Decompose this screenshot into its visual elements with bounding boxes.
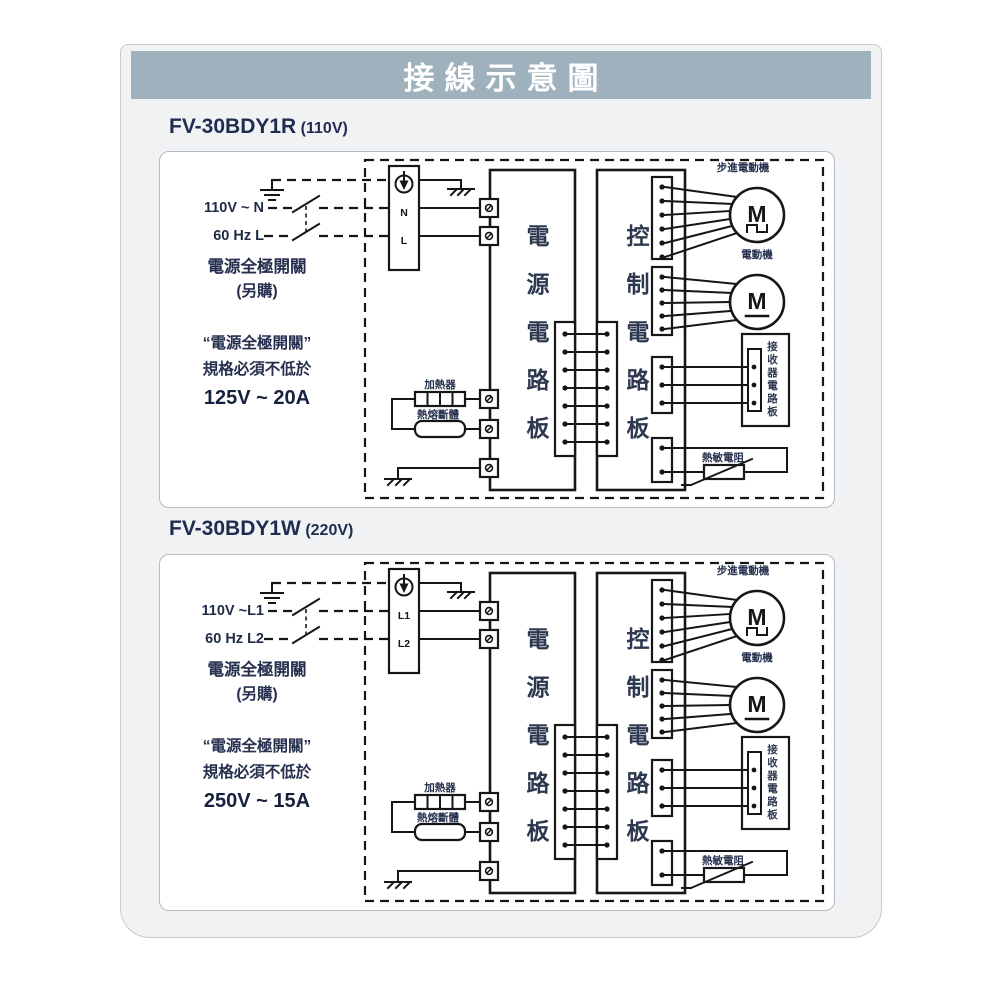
receiver-board-label: 接收器電路板 — [766, 744, 778, 822]
section-1-voltage: (110V) — [300, 120, 348, 137]
motor-m-symbol: M — [747, 288, 766, 314]
terminal-2-label: L — [401, 235, 408, 247]
section-2-voltage: (220V) — [305, 522, 354, 539]
power-board-label: 電源電路板 — [523, 627, 549, 867]
page-title: 接線示意圖 — [403, 60, 609, 96]
spec-quote-label: “電源全極開關” — [203, 736, 312, 755]
wiring-schematic-220v: 110V ~L1 60 Hz L2 L1 L2 電源全極開關 (另購) “電源全… — [202, 561, 825, 903]
power-board-label: 電源電路板 — [523, 224, 549, 464]
thermal-fuse-label: 熱熔斷體 — [417, 408, 459, 421]
control-board-label: 控制電路板 — [623, 627, 649, 867]
heater-label: 加熱器 — [423, 781, 456, 794]
switch-note-label: (另購) — [236, 685, 277, 703]
supply-frequency-label: 60 Hz L2 — [205, 631, 264, 647]
stepper-motor-label: 步進電動機 — [717, 161, 770, 174]
supply-frequency-label: 60 Hz L — [213, 228, 264, 244]
switch-name-label: 電源全極開關 — [208, 659, 307, 679]
section-2-model: FV-30BDY1W — [169, 517, 301, 540]
wiring-schematic-110v: 110V ~ N 60 Hz L N L 電源全極開關 (另購) “電源全極開關… — [203, 158, 825, 500]
switch-name-label: 電源全極開關 — [208, 256, 307, 276]
receiver-board-label: 接收器電路板 — [766, 341, 778, 419]
supply-voltage-label: 110V ~L1 — [202, 603, 264, 619]
thermistor-label: 熱敏電阻 — [702, 451, 744, 464]
terminal-2-label: L2 — [398, 638, 410, 650]
control-board-label: 控制電路板 — [623, 224, 649, 464]
section-1-header: FV-30BDY1R (110V) — [169, 115, 348, 143]
spec-rating-label: 250V ~ 15A — [204, 790, 310, 812]
section-2-header: FV-30BDY1W (220V) — [169, 517, 353, 545]
terminal-1-label: L1 — [398, 610, 410, 622]
title-bar: 接線示意圖 — [131, 51, 871, 99]
stepper-motor-m-symbol: M — [747, 201, 766, 227]
thermal-fuse-label: 熱熔斷體 — [417, 811, 459, 824]
section-1-model: FV-30BDY1R — [169, 115, 297, 138]
spec-rating-label: 125V ~ 20A — [204, 387, 310, 409]
spec-requirement-label: 規格必須不低於 — [203, 762, 312, 781]
wiring-diagram-card: 接線示意圖 FV-30BDY1R (110V) 110V ~ N 60 Hz L… — [120, 44, 882, 938]
stepper-motor-label: 步進電動機 — [717, 564, 770, 577]
terminal-1-label: N — [400, 207, 408, 219]
spec-quote-label: “電源全極開關” — [203, 333, 312, 352]
diagram-panel-220v: 110V ~L1 60 Hz L2 L1 L2 電源全極開關 (另購) “電源全… — [159, 554, 835, 911]
thermistor-label: 熱敏電阻 — [702, 854, 744, 867]
switch-note-label: (另購) — [236, 282, 277, 300]
supply-voltage-label: 110V ~ N — [204, 200, 264, 216]
motor-label: 電動機 — [741, 651, 773, 664]
stepper-motor-m-symbol: M — [747, 604, 766, 630]
motor-m-symbol: M — [747, 691, 766, 717]
motor-label: 電動機 — [741, 248, 773, 261]
heater-label: 加熱器 — [423, 378, 456, 391]
diagram-panel-110v: 110V ~ N 60 Hz L N L 電源全極開關 (另購) “電源全極開關… — [159, 151, 835, 508]
spec-requirement-label: 規格必須不低於 — [203, 359, 312, 378]
